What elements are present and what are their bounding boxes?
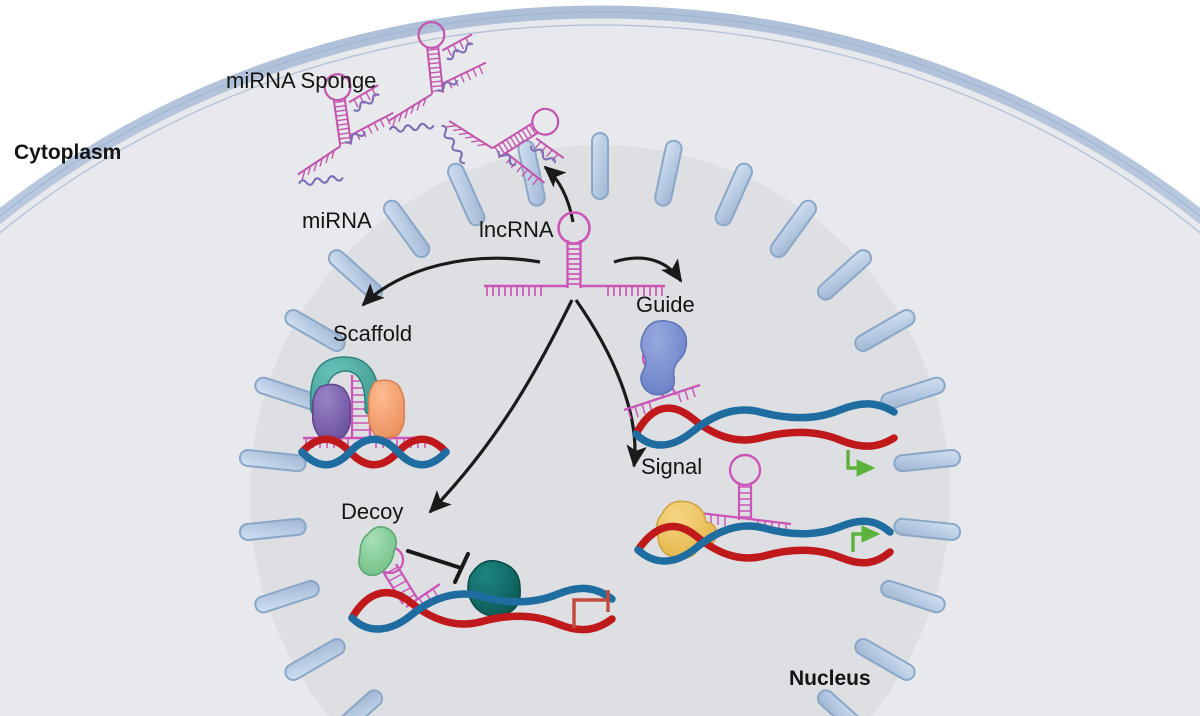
- guide-protein-blue: [640, 320, 688, 396]
- decoy-mechanism: [348, 526, 616, 634]
- guide-transcription-arrow: [846, 450, 876, 477]
- signal-label: Signal: [641, 454, 703, 479]
- arrow-to-guide: [613, 256, 683, 283]
- scaffold-label: Scaffold: [333, 321, 413, 346]
- lncrna-central: [482, 211, 667, 298]
- decoy-protein-darkteal: [467, 559, 521, 617]
- guide-dna: [632, 400, 898, 450]
- signal-transcription-arrow: [851, 525, 881, 552]
- scaffold-protein-orange: [367, 379, 406, 439]
- signal-dna: [634, 517, 894, 567]
- decoy-repression-tbar: [572, 590, 610, 628]
- mechanism-arrows: [361, 256, 683, 514]
- decoy-protein-lightgreen: [358, 526, 397, 577]
- mirna-sponge-label: miRNA Sponge: [226, 68, 377, 93]
- scaffold-protein-purple: [311, 383, 352, 440]
- scaffold-dna: [298, 435, 450, 469]
- mirna-label: miRNA: [302, 208, 372, 233]
- decoy-dna: [348, 584, 616, 634]
- plasma-membrane-outer-edge: [0, 11, 1200, 218]
- nucleoplasm-fill: [250, 145, 950, 716]
- export-arrow: [543, 165, 575, 223]
- guide-mechanism: [623, 320, 898, 477]
- arrow-to-decoy: [428, 299, 574, 514]
- arrow-to-signal: [574, 299, 647, 468]
- decoy-inhibition-bar: [406, 549, 470, 584]
- nucleus-body: [238, 132, 962, 716]
- plasma-membrane-inner-edge: [0, 24, 1200, 234]
- arrow-to-scaffold: [361, 256, 541, 307]
- cytoplasm-label: Cytoplasm: [14, 141, 122, 164]
- decoy-label: Decoy: [341, 499, 404, 524]
- scaffold-mechanism: [298, 356, 450, 469]
- signal-mechanism: [634, 453, 894, 567]
- guide-label: Guide: [636, 292, 695, 317]
- lncrna-label: lncRNA: [479, 217, 554, 242]
- nucleus-label: Nucleus: [789, 667, 871, 690]
